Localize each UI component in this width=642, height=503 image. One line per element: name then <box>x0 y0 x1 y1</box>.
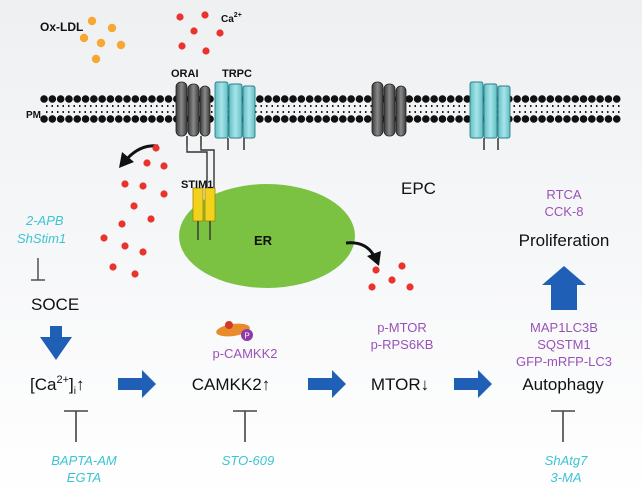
autophagy-inhibition-symbol <box>551 410 575 442</box>
camkk2-molecule-icon: P <box>216 321 253 341</box>
ox-ldl-particle <box>91 54 101 64</box>
stim1-linker <box>186 146 208 190</box>
ca-ion <box>131 270 139 278</box>
ca-concentration-label: [Ca2+]i↑ <box>30 374 84 397</box>
ca-ions-cytosol <box>100 144 168 278</box>
soce-to-ca-arrow <box>40 326 72 360</box>
map1lc3b-label: MAP1LC3B <box>530 320 598 335</box>
ox-ldl-particle <box>116 40 126 50</box>
rtca-label: RTCA <box>546 187 581 202</box>
trpc-channel-2 <box>469 81 511 150</box>
ca-ion <box>109 263 117 271</box>
p-camkk2-label: p-CAMKK2 <box>212 346 277 361</box>
shatg7-inhibitor: ShAtg7 <box>545 453 588 468</box>
stim1-protein <box>192 187 216 240</box>
bapta-am-inhibitor: BAPTA-AM <box>51 453 117 468</box>
orai-channel-2 <box>371 81 407 137</box>
ox-ldl-particle <box>87 16 97 26</box>
ca-ion <box>139 182 147 190</box>
soce-inhibition-symbol <box>31 258 45 281</box>
ca-ion <box>176 13 184 21</box>
p-rps6kb-label: p-RPS6KB <box>371 337 434 352</box>
apb-inhibitor: 2-APB <box>25 213 64 228</box>
ox-ldl-particle <box>79 33 89 43</box>
ca-ion <box>178 42 186 50</box>
ca-ion <box>100 234 108 242</box>
ca-ion <box>372 266 380 274</box>
ox-ldl-particle <box>107 23 117 33</box>
3-ma-inhibitor: 3-MA <box>550 470 581 485</box>
camkk2-label: CAMKK2↑ <box>192 375 270 394</box>
camkk2-to-mtor-arrow <box>308 370 346 398</box>
trpc-label: TRPC <box>222 68 252 80</box>
ca-ion <box>118 220 126 228</box>
influx-arrow-head <box>119 152 134 168</box>
ca-ions-extracellular <box>176 11 224 55</box>
camkk2-inhibition-symbol <box>233 410 257 442</box>
mtor-label: MTOR↓ <box>371 375 429 394</box>
cck8-label: CCK-8 <box>544 204 583 219</box>
er-label: ER <box>254 233 273 248</box>
proliferation-label: Proliferation <box>519 231 610 250</box>
orai-channel <box>175 81 211 146</box>
ca-ion <box>121 242 129 250</box>
ox-ldl-particle <box>96 38 106 48</box>
soce-label: SOCE <box>31 295 79 314</box>
ca-ion <box>147 215 155 223</box>
ca-ion <box>368 283 376 291</box>
ca-to-camkk2-arrow <box>118 370 156 398</box>
ca-ion <box>202 47 210 55</box>
er-release-arrow-head <box>367 251 381 266</box>
ca-ion <box>160 162 168 170</box>
endoplasmic-reticulum <box>179 184 355 288</box>
autophagy-to-proliferation-arrow <box>542 266 586 310</box>
er-release-curved-arrow <box>345 241 376 257</box>
ca-ion <box>398 262 406 270</box>
ox-ldl-particles <box>79 16 126 64</box>
ca-ion <box>190 27 198 35</box>
mtor-to-autophagy-arrow <box>454 370 492 398</box>
ca-ion <box>160 190 168 198</box>
ca-ion <box>121 180 129 188</box>
ca-ion <box>152 144 160 152</box>
stim1-label: STIM1 <box>181 179 213 191</box>
autophagy-label: Autophagy <box>522 375 604 394</box>
ca-ion <box>143 159 151 167</box>
ca-inhibition-symbol <box>64 410 88 442</box>
shstim1-inhibitor: ShStim1 <box>17 231 66 246</box>
stim1-linker <box>200 146 215 190</box>
sqstm1-label: SQSTM1 <box>537 337 590 352</box>
pm-label: PM <box>26 110 41 121</box>
egta-inhibitor: EGTA <box>67 470 101 485</box>
gfp-mrfp-lc3-label: GFP-mRFP-LC3 <box>516 354 612 369</box>
plasma-membrane <box>40 95 626 123</box>
ca-ion <box>406 283 414 291</box>
ca-ion <box>216 29 224 37</box>
orai-label: ORAI <box>171 68 199 80</box>
epc-label: EPC <box>401 179 436 198</box>
ca-ion <box>388 276 396 284</box>
ca-ions-er-release <box>368 262 414 291</box>
sto-609-inhibitor: STO-609 <box>222 453 275 468</box>
ca-ion <box>139 248 147 256</box>
p-mtor-label: p-MTOR <box>377 320 427 335</box>
ox-ldl-label: Ox-LDL <box>40 20 83 34</box>
ca-ion <box>201 11 209 19</box>
trpc-channel <box>214 81 256 150</box>
ca-label: Ca2+ <box>221 12 242 25</box>
ca-ion <box>130 202 138 210</box>
phospho-badge: P <box>244 332 249 341</box>
